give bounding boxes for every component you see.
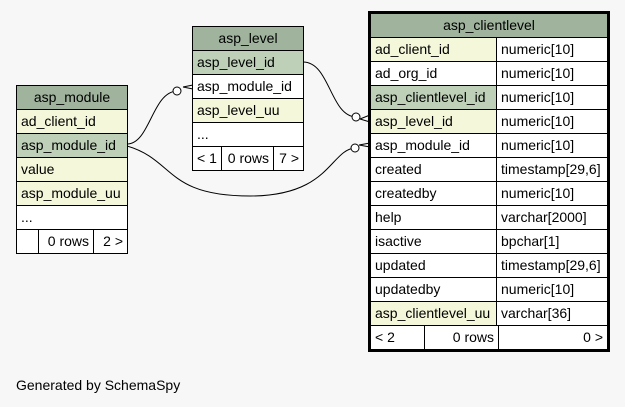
column-type: varchar[36] [497, 302, 607, 325]
column-name: asp_module_id [371, 134, 497, 157]
column-type: bpchar[1] [501, 233, 560, 249]
column-row[interactable]: createdby numeric[10] [371, 182, 607, 206]
table-footer: 0 rows 2 > [17, 230, 127, 253]
column-type: numeric[10] [501, 185, 575, 201]
column-type: varchar[2000] [501, 209, 587, 225]
column-type: timestamp[29,6] [501, 161, 601, 177]
generated-by-label: Generated by SchemaSpy [16, 377, 181, 393]
table-header[interactable]: asp_clientlevel [371, 14, 607, 38]
column-type: numeric[10] [501, 65, 575, 81]
column-type: numeric[10] [497, 110, 607, 133]
column-row[interactable]: created timestamp[29,6] [371, 158, 607, 182]
edge-module-to-level [126, 90, 178, 145]
column-name: asp_module_id [197, 78, 292, 94]
row-count: 0 rows [425, 326, 499, 349]
parents-link[interactable]: < 2 [371, 326, 425, 349]
column-name: asp_module_id [21, 137, 116, 153]
column-row[interactable]: asp_clientlevel_id numeric[10] [371, 86, 607, 110]
table-asp-level[interactable]: asp_level asp_level_id asp_module_id asp… [192, 26, 304, 171]
edge-module-to-level-marker [172, 86, 182, 96]
column-row[interactable]: ad_client_id [17, 110, 127, 134]
column-name: updatedby [371, 278, 497, 301]
edge-level-to-clientlevel-marker [351, 112, 361, 122]
column-row[interactable]: asp_clientlevel_uu varchar[36] [371, 302, 607, 326]
table-asp-clientlevel[interactable]: asp_clientlevel ad_client_id numeric[10]… [368, 11, 610, 352]
column-name: ... [197, 126, 209, 142]
column-row[interactable]: help varchar[2000] [371, 206, 607, 230]
column-row[interactable]: updated timestamp[29,6] [371, 254, 607, 278]
column-name: ... [21, 209, 33, 225]
edge-module-to-level-crowfoot [182, 84, 194, 90]
column-type: numeric[10] [501, 281, 575, 297]
column-name: isactive [371, 230, 497, 253]
column-row[interactable]: asp_module_id numeric[10] [371, 134, 607, 158]
column-row[interactable]: asp_module_id [17, 134, 127, 158]
column-row[interactable]: ... [17, 206, 127, 230]
column-type: numeric[10] [501, 137, 575, 153]
column-name: ad_client_id [371, 38, 497, 61]
parents-link[interactable]: < 1 [193, 147, 222, 170]
column-name: asp_clientlevel_id [371, 86, 497, 109]
table-header[interactable]: asp_module [17, 86, 127, 110]
column-row[interactable]: asp_module_uu [17, 182, 127, 206]
edge-level-to-clientlevel [302, 61, 357, 118]
column-name: asp_level_id [371, 110, 497, 133]
children-link[interactable]: 2 > [103, 233, 123, 249]
column-row[interactable]: ad_client_id numeric[10] [371, 38, 607, 62]
table-asp-module[interactable]: asp_module ad_client_id asp_module_id va… [16, 85, 128, 254]
column-row[interactable]: value [17, 158, 127, 182]
column-name: asp_level_id [197, 54, 275, 70]
column-name: updated [371, 254, 497, 277]
column-row[interactable]: asp_level_id numeric[10] [371, 110, 607, 134]
column-row[interactable]: asp_level_uu [193, 99, 303, 123]
column-name: asp_clientlevel_uu [371, 302, 497, 325]
column-name: value [21, 161, 55, 177]
column-row[interactable]: ad_org_id numeric[10] [371, 62, 607, 86]
children-link[interactable]: 7 > [279, 150, 299, 166]
column-name: ad_client_id [21, 113, 96, 129]
edge-module-to-clientlevel [126, 145, 356, 197]
column-name: createdby [371, 182, 497, 205]
table-header[interactable]: asp_level [193, 27, 303, 51]
column-row[interactable]: isactive bpchar[1] [371, 230, 607, 254]
edge-module-to-clientlevel-marker [350, 143, 360, 153]
table-footer: < 1 0 rows 7 > [193, 147, 303, 170]
column-name: asp_module_uu [21, 185, 121, 201]
column-name: asp_level_uu [197, 102, 280, 118]
column-name: ad_org_id [371, 62, 497, 85]
column-name: created [371, 158, 497, 181]
column-name: help [371, 206, 497, 229]
column-type: numeric[10] [497, 86, 607, 109]
children-link[interactable]: 0 > [583, 329, 603, 345]
row-count: 0 rows [222, 147, 274, 170]
column-row[interactable]: asp_module_id [193, 75, 303, 99]
column-type: timestamp[29,6] [501, 257, 601, 273]
parents-link[interactable] [17, 230, 39, 253]
row-count: 0 rows [39, 230, 94, 253]
column-row[interactable]: ... [193, 123, 303, 147]
column-row[interactable]: asp_level_id [193, 51, 303, 75]
table-footer: < 2 0 rows 0 > [371, 326, 607, 349]
column-type: numeric[10] [497, 38, 607, 61]
column-row[interactable]: updatedby numeric[10] [371, 278, 607, 302]
